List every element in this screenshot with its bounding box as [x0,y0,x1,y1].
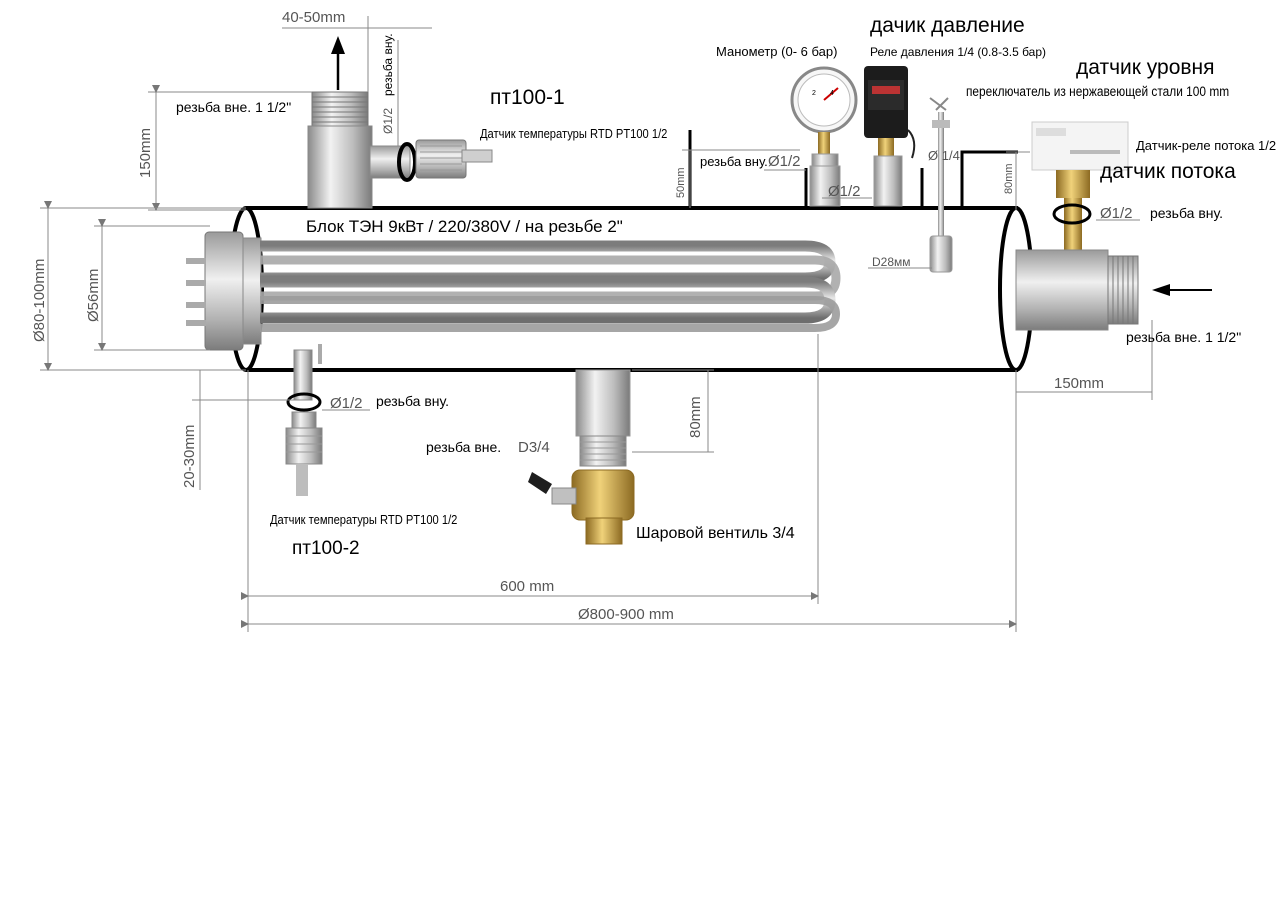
len-600-label: 600 mm [500,578,554,595]
dia-56-label: Ø56mm [85,269,102,322]
rtd-sensor-1-label: Датчик температуры RTD PT100 1/2 [480,126,668,141]
rtd-sensor-1-image [415,139,493,179]
flow-relay-image [1031,121,1129,250]
mm80-right-label: 80mm [1003,163,1015,194]
ball-valve-label: Шаровой вентиль 3/4 [636,525,795,542]
outlet-arrow [331,36,345,90]
top-pipe-height-label: 150mm [137,128,154,178]
d14-level-label: Ø 1/4 [928,148,960,163]
dimension-lines [40,16,1153,632]
top-outlet-pipe [307,91,417,209]
pressure-relay-label: Реле давления 1/4 (0.8-3.5 бар) [870,45,1046,59]
heater-block-label: Блок ТЭН 9кВт / 220/380V / на резьбе 2" [306,217,623,236]
tube-dim-top-label: 40-50mm [282,9,345,26]
flow-title: датчик потока [1100,160,1236,183]
mm20-30-label: 20-30mm [181,425,198,488]
mm150-right-label: 150mm [1054,375,1104,392]
manometer-label: Манометр (0- 6 бар) [716,44,837,59]
level-branch-outline [960,150,1018,208]
svg-text:2: 2 [812,90,816,97]
level-switch-label: переключатель из нержавеющей стали 100 m… [966,83,1229,99]
rtd-sensor-2-label: Датчик температуры RTD PT100 1/2 [270,512,458,527]
svg-text:4: 4 [830,90,834,97]
thread-ext-d34-label: резьба вне. [426,439,501,455]
pt100-2-label: пт100-2 [292,538,360,559]
mm80-bottom-label: 80mm [687,396,704,438]
level-title: датчик уровня [1076,56,1215,79]
drain-pipe [575,369,631,467]
ball-valve-image [528,469,635,545]
thread-int-bottom-label: резьба вну. [376,393,449,409]
thread-int-manometer-label: резьба вну. [700,154,768,169]
flow-relay-label: Датчик-реле потока 1/2 [1136,138,1276,153]
right-inlet-pipe [1015,249,1139,331]
thread-ext-top-label: резьба вне. 1 1/2" [176,99,291,115]
thread-int-vertical-label: резьба вну. [381,33,395,96]
d12-vertical-label: Ø1/2 [381,108,395,134]
thread-ext-right-label: резьба вне. 1 1/2" [1126,329,1241,345]
len-total-label: Ø800-900 mm [578,606,674,623]
pt100-1-label: пт100-1 [490,86,565,109]
mm50-label: 50mm [675,167,687,198]
manometer-image: 2 4 [790,66,858,207]
pressure-relay-image [864,66,916,207]
d12-flow-label: Ø1/2 [1100,205,1133,222]
inlet-arrow [1152,284,1212,296]
text-labels: 40-50mm резьба вне. 1 1/2" 150mm резьба … [31,9,1276,623]
dia-80-100-label: Ø80-100mm [31,259,48,342]
heater-element [186,231,841,351]
thread-int-flow-label: резьба вну. [1150,205,1223,221]
d28-label: D28мм [872,255,911,269]
pressure-title: дачик давление [870,14,1025,37]
d12-relay-label: Ø1/2 [828,183,861,200]
d34-label: D3/4 [518,439,550,456]
level-switch-image [929,97,953,273]
rtd-sensor-2-image [285,344,323,496]
d12-bottom-label: Ø1/2 [330,395,363,412]
d12-manometer-label: Ø1/2 [768,153,801,170]
